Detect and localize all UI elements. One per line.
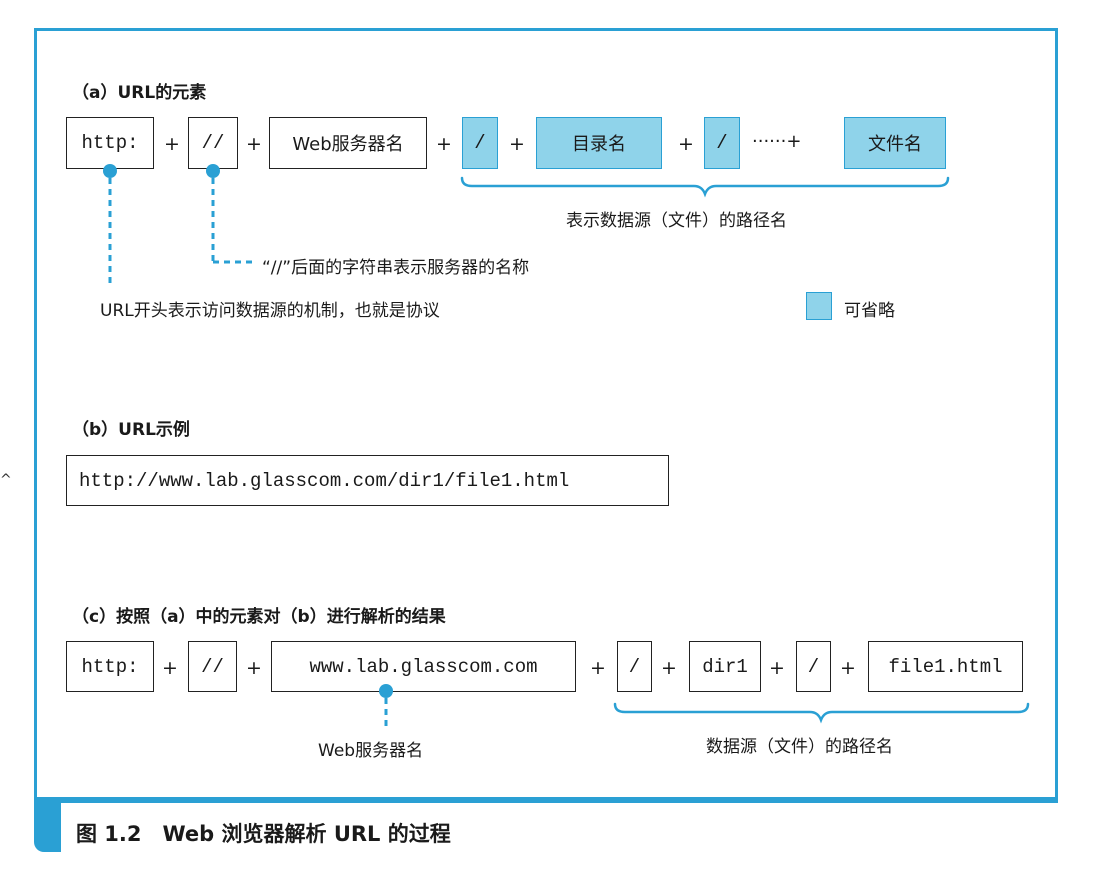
c-plus-5: + bbox=[769, 657, 785, 679]
c-slash-box-1: / bbox=[617, 641, 652, 692]
a-scheme-box: http: bbox=[66, 117, 154, 169]
c-plus-2: + bbox=[246, 657, 262, 679]
c-file-box: file1.html bbox=[868, 641, 1023, 692]
c-plus-6: + bbox=[840, 657, 856, 679]
a-plus-4: + bbox=[509, 133, 525, 155]
c-slashes-box: // bbox=[188, 641, 237, 692]
c-plus-4: + bbox=[661, 657, 677, 679]
c-server-box: www.lab.glasscom.com bbox=[271, 641, 576, 692]
figure-frame bbox=[34, 28, 1058, 800]
a-slash-box-1: / bbox=[462, 117, 498, 169]
section-c-title: （c）按照（a）中的元素对（b）进行解析的结果 bbox=[72, 607, 446, 627]
caption-tab bbox=[34, 800, 61, 852]
a-plus-2: + bbox=[246, 133, 262, 155]
a-path-brace bbox=[460, 176, 950, 198]
c-dir-box: dir1 bbox=[689, 641, 761, 692]
a-path-label: 表示数据源（文件）的路径名 bbox=[566, 211, 787, 231]
c-plus-1: + bbox=[162, 657, 178, 679]
caption-rule bbox=[34, 800, 1058, 803]
a-dir-box: 目录名 bbox=[536, 117, 662, 169]
a-plus-5: + bbox=[678, 133, 694, 155]
c-scheme-box: http: bbox=[66, 641, 154, 692]
section-b-title: （b）URL示例 bbox=[72, 420, 190, 440]
stray-caret: ^ bbox=[0, 472, 12, 488]
c-path-brace bbox=[613, 702, 1030, 724]
a-plus-3: + bbox=[436, 133, 452, 155]
a-file-box: 文件名 bbox=[844, 117, 946, 169]
a-slashes-box: // bbox=[188, 117, 238, 169]
c-slash-box-2: / bbox=[796, 641, 831, 692]
server-leader bbox=[379, 684, 393, 730]
figure-caption: 图 1.2 Web 浏览器解析 URL 的过程 bbox=[76, 822, 451, 846]
a-plus-1: + bbox=[164, 133, 180, 155]
c-path-label: 数据源（文件）的路径名 bbox=[706, 737, 893, 757]
legend-swatch bbox=[806, 292, 832, 320]
a-slash-box-2: / bbox=[704, 117, 740, 169]
c-server-label: Web服务器名 bbox=[318, 741, 424, 761]
c-plus-3: + bbox=[590, 657, 606, 679]
a-ellipsis-plus: ······+ bbox=[752, 131, 802, 152]
a-scheme-note: URL开头表示访问数据源的机制，也就是协议 bbox=[100, 301, 440, 321]
legend-optional-label: 可省略 bbox=[844, 301, 895, 321]
a-slashes-note: “//”后面的字符串表示服务器的名称 bbox=[262, 258, 530, 278]
section-a-title: （a）URL的元素 bbox=[72, 83, 207, 103]
b-url-box: http://www.lab.glasscom.com/dir1/file1.h… bbox=[66, 455, 669, 506]
slashes-leader bbox=[206, 164, 252, 264]
a-server-box: Web服务器名 bbox=[269, 117, 427, 169]
scheme-leader bbox=[103, 164, 117, 286]
